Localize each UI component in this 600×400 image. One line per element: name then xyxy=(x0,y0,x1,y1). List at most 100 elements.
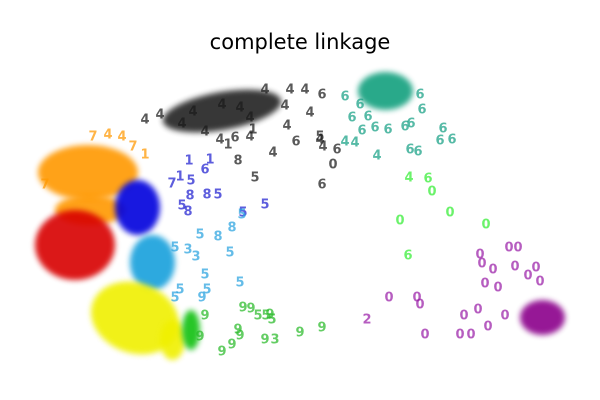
digit-point: 6 xyxy=(317,87,327,103)
digit-point: 8 xyxy=(233,153,243,169)
digit-point: 5 xyxy=(195,227,205,243)
digit-point: 6 xyxy=(400,119,410,135)
digit-point: 3 xyxy=(191,249,201,265)
digit-point: 6 xyxy=(291,134,301,150)
digit-point: 5 xyxy=(202,282,212,298)
digit-point: 0 xyxy=(504,240,514,256)
digit-point: 5 xyxy=(238,205,248,221)
digit-point: 8 xyxy=(202,187,212,203)
digit-point: 6 xyxy=(370,120,380,136)
cluster-density-blob xyxy=(182,310,200,350)
digit-point: 0 xyxy=(531,260,541,276)
cluster-density-blob xyxy=(160,320,185,360)
digit-point: 4 xyxy=(200,124,210,140)
digit-point: 0 xyxy=(384,290,394,306)
digit-point: 4 xyxy=(268,145,278,161)
digit-point: 3 xyxy=(270,332,280,348)
digit-point: 5 xyxy=(237,207,247,223)
digit-point: 0 xyxy=(477,256,487,272)
digit-point: 9 xyxy=(227,337,237,353)
digit-point: 5 xyxy=(260,197,270,213)
digit-point: 6 xyxy=(200,162,210,178)
digit-point: 5 xyxy=(267,312,277,328)
digit-point: 9 xyxy=(317,320,327,336)
digit-point: 4 xyxy=(215,132,225,148)
digit-point: 0 xyxy=(483,319,493,335)
digit-point: 6 xyxy=(423,171,433,187)
digit-point: 0 xyxy=(445,205,455,221)
digit-point: 6 xyxy=(383,122,393,138)
digit-point: 9 xyxy=(200,308,210,324)
digit-point: 8 xyxy=(183,204,193,220)
digit-point: 4 xyxy=(103,127,113,143)
digit-point: 5 xyxy=(186,173,196,189)
digit-point: 9 xyxy=(265,307,275,323)
digit-point: 6 xyxy=(435,133,445,149)
digit-point: 4 xyxy=(340,134,350,150)
digit-point: 1 xyxy=(184,153,194,169)
cluster-density-blob xyxy=(358,72,413,110)
digit-point: 5 xyxy=(250,170,260,186)
digit-point: 0 xyxy=(459,308,469,324)
digit-point: 0 xyxy=(455,327,465,343)
digit-point: 4 xyxy=(245,129,255,145)
digit-point: 6 xyxy=(447,132,457,148)
digit-point: 9 xyxy=(217,344,227,360)
digit-point: 8 xyxy=(227,220,237,236)
digit-point: 4 xyxy=(260,82,270,98)
digit-point: 4 xyxy=(315,132,325,148)
digit-point: 4 xyxy=(217,97,227,113)
digit-point: 0 xyxy=(513,240,523,256)
digit-point: 4 xyxy=(155,107,165,123)
digit-point: 0 xyxy=(535,274,545,290)
digit-point: 5 xyxy=(213,187,223,203)
digit-point: 4 xyxy=(188,104,198,120)
digit-point: 0 xyxy=(412,290,422,306)
digit-point: 6 xyxy=(403,248,413,264)
digit-point: 6 xyxy=(347,110,357,126)
digit-point: 9 xyxy=(246,301,256,317)
digit-point: 5 xyxy=(235,275,245,291)
digit-point: 0 xyxy=(420,327,430,343)
chart-title: complete linkage xyxy=(209,30,391,54)
digit-point: 6 xyxy=(355,97,365,113)
digit-point: 0 xyxy=(475,247,485,263)
digit-point: 7 xyxy=(128,139,138,155)
digit-point: 4 xyxy=(285,82,295,98)
digit-point: 1 xyxy=(223,137,233,153)
digit-point: 5 xyxy=(200,267,210,283)
digit-point: 4 xyxy=(318,139,328,155)
digit-point: 7 xyxy=(88,129,98,145)
digit-point: 1 xyxy=(205,152,215,168)
digit-point: 1 xyxy=(140,147,150,163)
digit-point: 5 xyxy=(170,290,180,306)
digit-point: 0 xyxy=(523,268,533,284)
digit-point: 6 xyxy=(340,89,350,105)
digit-point: 4 xyxy=(280,98,290,114)
digit-point: 4 xyxy=(140,112,150,128)
digit-point: 0 xyxy=(493,280,503,296)
digit-point: 9 xyxy=(295,325,305,341)
digit-point: 9 xyxy=(233,322,243,338)
digit-point: 0 xyxy=(480,276,490,292)
digit-point: 5 xyxy=(177,198,187,214)
digit-point: 1 xyxy=(175,169,185,185)
digit-point: 0 xyxy=(395,213,405,229)
digit-point: 8 xyxy=(185,188,195,204)
digit-point: 6 xyxy=(230,130,240,146)
digit-point: 6 xyxy=(406,116,416,132)
digit-point: 5 xyxy=(261,308,271,324)
digit-point: 4 xyxy=(404,170,414,186)
digit-point: 4 xyxy=(235,100,245,116)
cluster-density-blob xyxy=(35,210,115,280)
digit-point: 4 xyxy=(177,116,187,132)
digit-point: 7 xyxy=(40,177,50,193)
digit-point: 6 xyxy=(357,123,367,139)
digit-point: 0 xyxy=(500,308,510,324)
digit-point: 0 xyxy=(481,217,491,233)
digit-point: 4 xyxy=(305,105,315,121)
digit-point: 4 xyxy=(300,82,310,98)
digit-point: 6 xyxy=(332,142,342,158)
digit-point: 0 xyxy=(415,297,425,313)
